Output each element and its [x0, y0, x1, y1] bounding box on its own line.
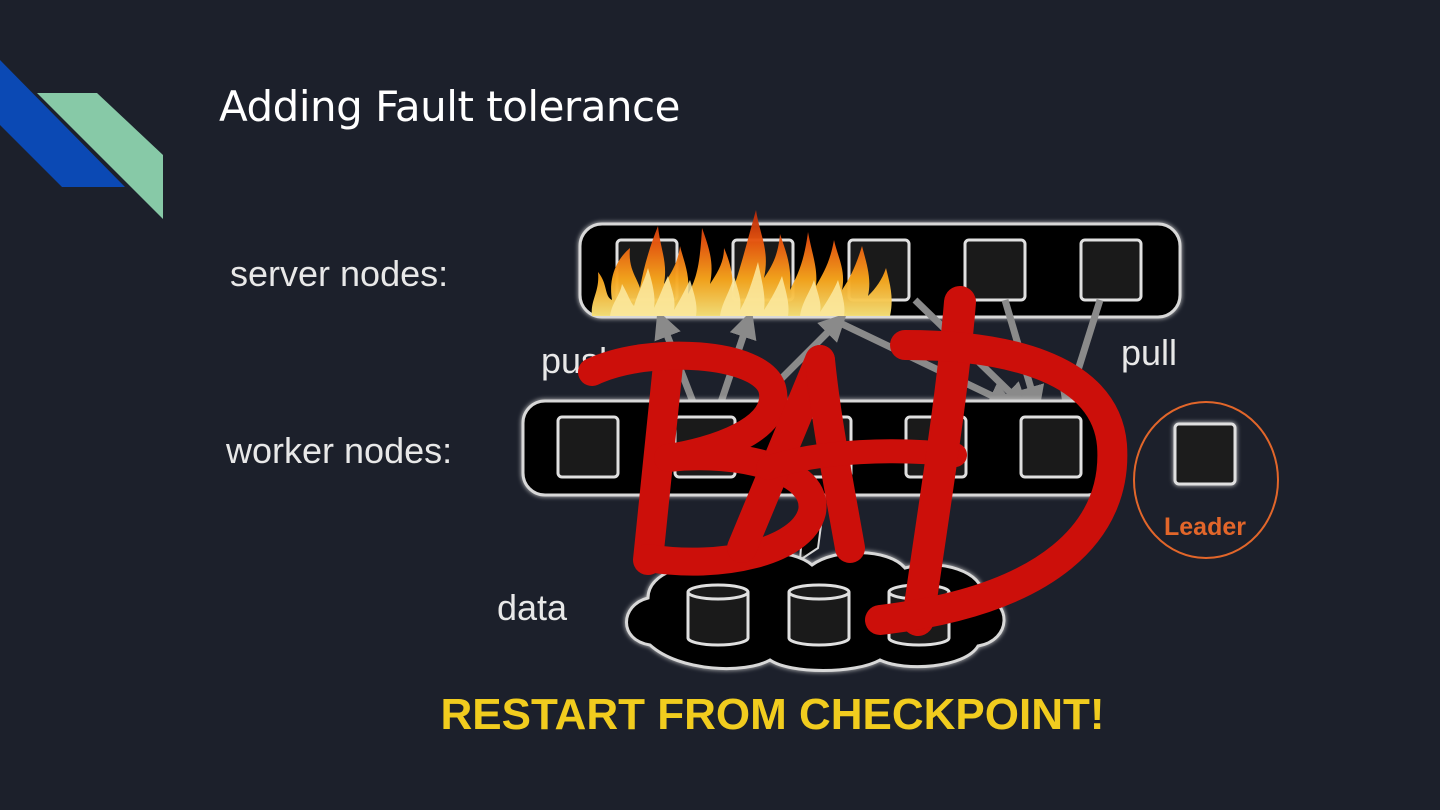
restart-callout: RESTART FROM CHECKPOINT! — [440, 690, 1105, 739]
leader-node — [1173, 422, 1237, 486]
worker-nodes-label: worker nodes: — [225, 430, 452, 471]
data-store-icon — [787, 583, 851, 647]
corner-accent — [0, 60, 163, 219]
leader-node-group: Leader — [1133, 401, 1279, 559]
bad-stamp — [578, 286, 1128, 636]
server-nodes-label: server nodes: — [230, 253, 448, 294]
server-node — [963, 238, 1027, 302]
worker-node — [556, 415, 620, 479]
slide-title: Adding Fault tolerance — [219, 82, 681, 131]
leader-label: Leader — [1164, 513, 1246, 541]
fire-icon — [591, 210, 892, 316]
server-node — [1079, 238, 1143, 302]
data-store-icon — [686, 583, 750, 647]
data-label: data — [497, 587, 568, 628]
worker-node — [1019, 415, 1083, 479]
pull-label: pull — [1121, 332, 1177, 373]
